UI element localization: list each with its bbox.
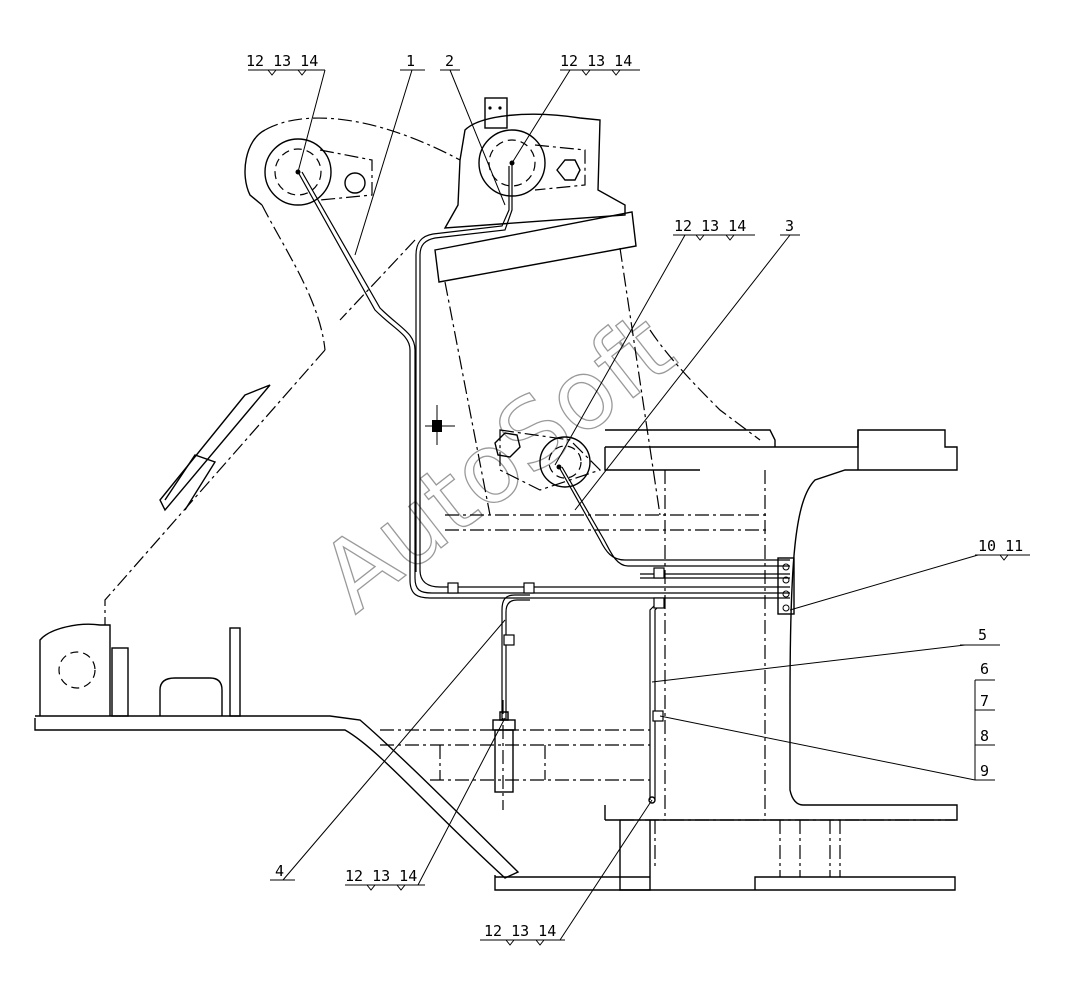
leader-lines: [248, 69, 1030, 941]
callout-10-11: 10 11: [978, 537, 1023, 555]
callout-group-mid: 12 13 14: [674, 217, 746, 235]
callout-1: 1: [406, 52, 415, 70]
label-ticks: [267, 69, 1009, 946]
base-frame: [34, 623, 956, 891]
pin-boss-top: [443, 97, 626, 229]
pipe-clamps: [425, 405, 665, 722]
lubrication-pipes: [297, 163, 790, 800]
boom-outline: [104, 117, 461, 625]
distribution-block: [777, 557, 795, 615]
callout-4: 4: [275, 862, 284, 880]
callout-5: 5: [978, 626, 987, 644]
callout-group-top-mid: 12 13 14: [560, 52, 632, 70]
cylinder-head: [434, 211, 661, 516]
pin-boss-left: [264, 138, 373, 206]
callout-8: 8: [980, 727, 989, 745]
callout-labels: 12 13 14 1 2 12 13 14 12 13 14 3 10 11 5…: [246, 52, 1023, 940]
frame-right: [445, 329, 958, 821]
callout-3: 3: [785, 217, 794, 235]
callout-group-bottom: 12 13 14: [484, 922, 556, 940]
callout-2: 2: [445, 52, 454, 70]
callout-group-top-left: 12 13 14: [246, 52, 318, 70]
callout-6: 6: [980, 660, 989, 678]
callout-9: 9: [980, 762, 989, 780]
grease-fitting-lower: [492, 700, 656, 810]
callout-group-bottom-left: 12 13 14: [345, 867, 417, 885]
watermark: AutoSoft: [300, 291, 694, 633]
callout-7: 7: [980, 692, 989, 710]
